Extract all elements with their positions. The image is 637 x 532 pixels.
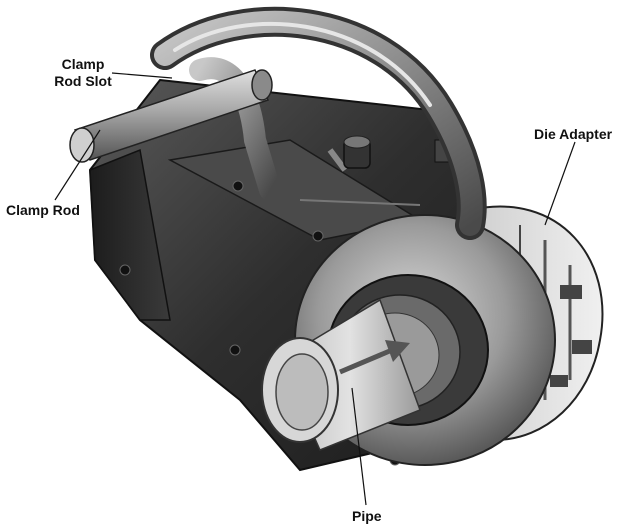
label-die-adapter: Die Adapter — [534, 126, 612, 143]
leader-die-adapter — [545, 142, 575, 225]
label-pipe: Pipe — [352, 508, 382, 525]
label-clamp-rod-slot-line2: Rod Slot — [38, 73, 128, 90]
label-clamp-rod-slot-line1: Clamp — [38, 56, 128, 73]
label-clamp-rod-slot: Clamp Rod Slot — [38, 56, 128, 90]
label-clamp-rod: Clamp Rod — [6, 202, 80, 219]
